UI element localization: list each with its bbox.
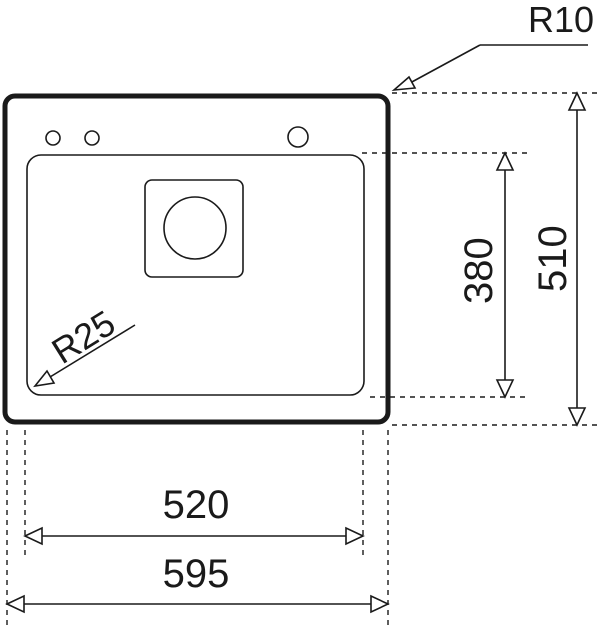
- drain-square: [144, 179, 244, 278]
- sink-outer-outline: [2, 93, 391, 425]
- dim-380-line: [495, 151, 515, 399]
- dim-380-label: 380: [457, 237, 501, 304]
- r10-label: R10: [528, 0, 594, 40]
- dim-510-label: 510: [531, 225, 575, 292]
- r10-leader: [391, 44, 588, 92]
- bowl-outline: [26, 154, 365, 396]
- dim-595-label: 595: [163, 552, 230, 596]
- tap-hole-large: [287, 126, 309, 148]
- r25-label: R25: [45, 302, 123, 372]
- dim-510-line: [567, 91, 587, 427]
- tap-hole-small-left: [45, 130, 61, 146]
- r25-leader: [33, 324, 136, 388]
- drain-circle: [163, 196, 227, 260]
- tap-hole-small-right: [84, 130, 100, 146]
- dim-595-line: [5, 594, 390, 614]
- dim-520-label: 520: [163, 483, 230, 527]
- dim-520-line: [23, 526, 365, 546]
